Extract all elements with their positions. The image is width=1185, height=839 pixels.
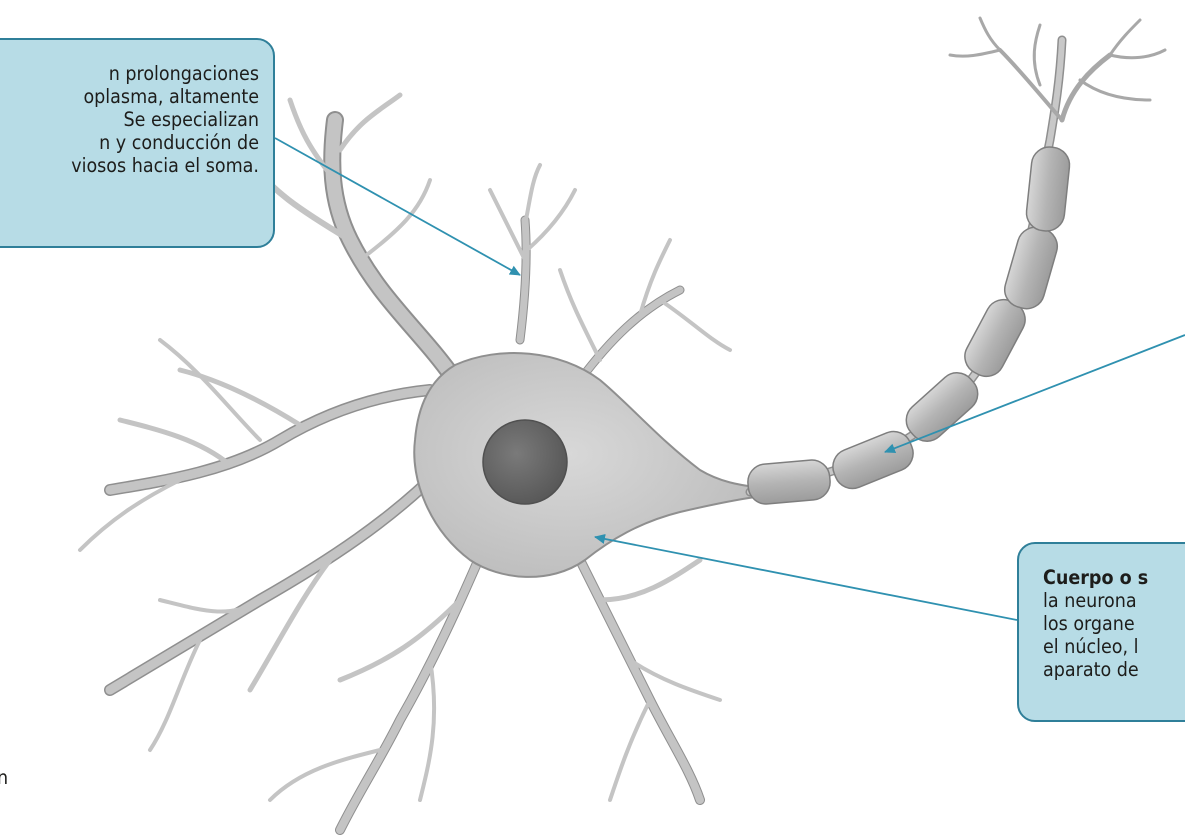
callout-soma-line-1: la neurona xyxy=(1043,589,1185,612)
soma-body xyxy=(414,353,755,577)
arrow-soma xyxy=(595,537,1017,620)
arrow-dendritas xyxy=(275,138,520,275)
callout-soma-line-2: los organe xyxy=(1043,612,1185,635)
myelin-segment xyxy=(746,459,831,506)
callout-soma: Cuerpo o s la neurona los organe el núcl… xyxy=(1017,542,1185,722)
callout-dendrites-line-1: n prolongaciones xyxy=(0,62,259,85)
myelin-segment xyxy=(827,426,918,494)
callout-soma-line-4: aparato de xyxy=(1043,658,1185,681)
nucleus xyxy=(483,420,567,504)
myelin-sheath xyxy=(746,145,1071,505)
callout-dendrites-line-5: viosos hacia el soma. xyxy=(0,154,259,177)
myelin-segment xyxy=(1025,145,1072,233)
callout-dendrites-line-2: oplasma, altamente xyxy=(0,85,259,108)
callout-dendrites-line-4: n y conducción de xyxy=(0,131,259,154)
cropped-text-fragment: n xyxy=(0,766,8,789)
myelin-segment xyxy=(1000,223,1061,313)
callout-dendrites: n prolongaciones oplasma, altamente Se e… xyxy=(0,38,275,248)
callout-soma-line-3: el núcleo, l xyxy=(1043,635,1185,658)
callout-dendrites-line-3: Se especializan xyxy=(0,108,259,131)
callout-soma-title: Cuerpo o s xyxy=(1043,566,1185,589)
